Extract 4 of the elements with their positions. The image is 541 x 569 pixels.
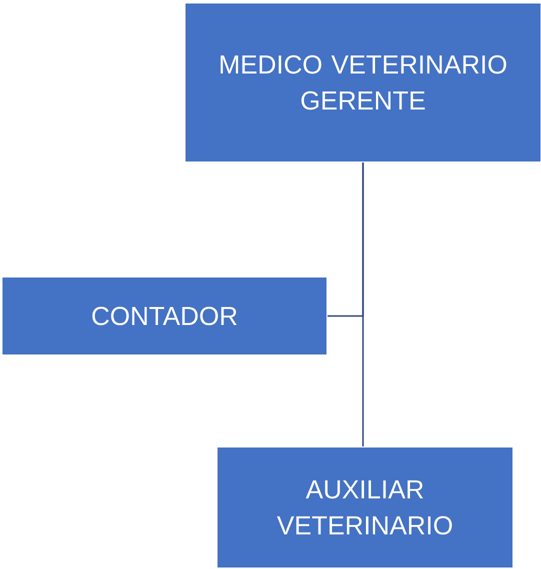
org-box: AUXILIAR VETERINARIO xyxy=(216,446,514,568)
connector-line xyxy=(362,162,364,446)
org-box: MEDICO VETERINARIO GERENTE xyxy=(184,2,541,162)
org-box: CONTADOR xyxy=(2,276,328,356)
